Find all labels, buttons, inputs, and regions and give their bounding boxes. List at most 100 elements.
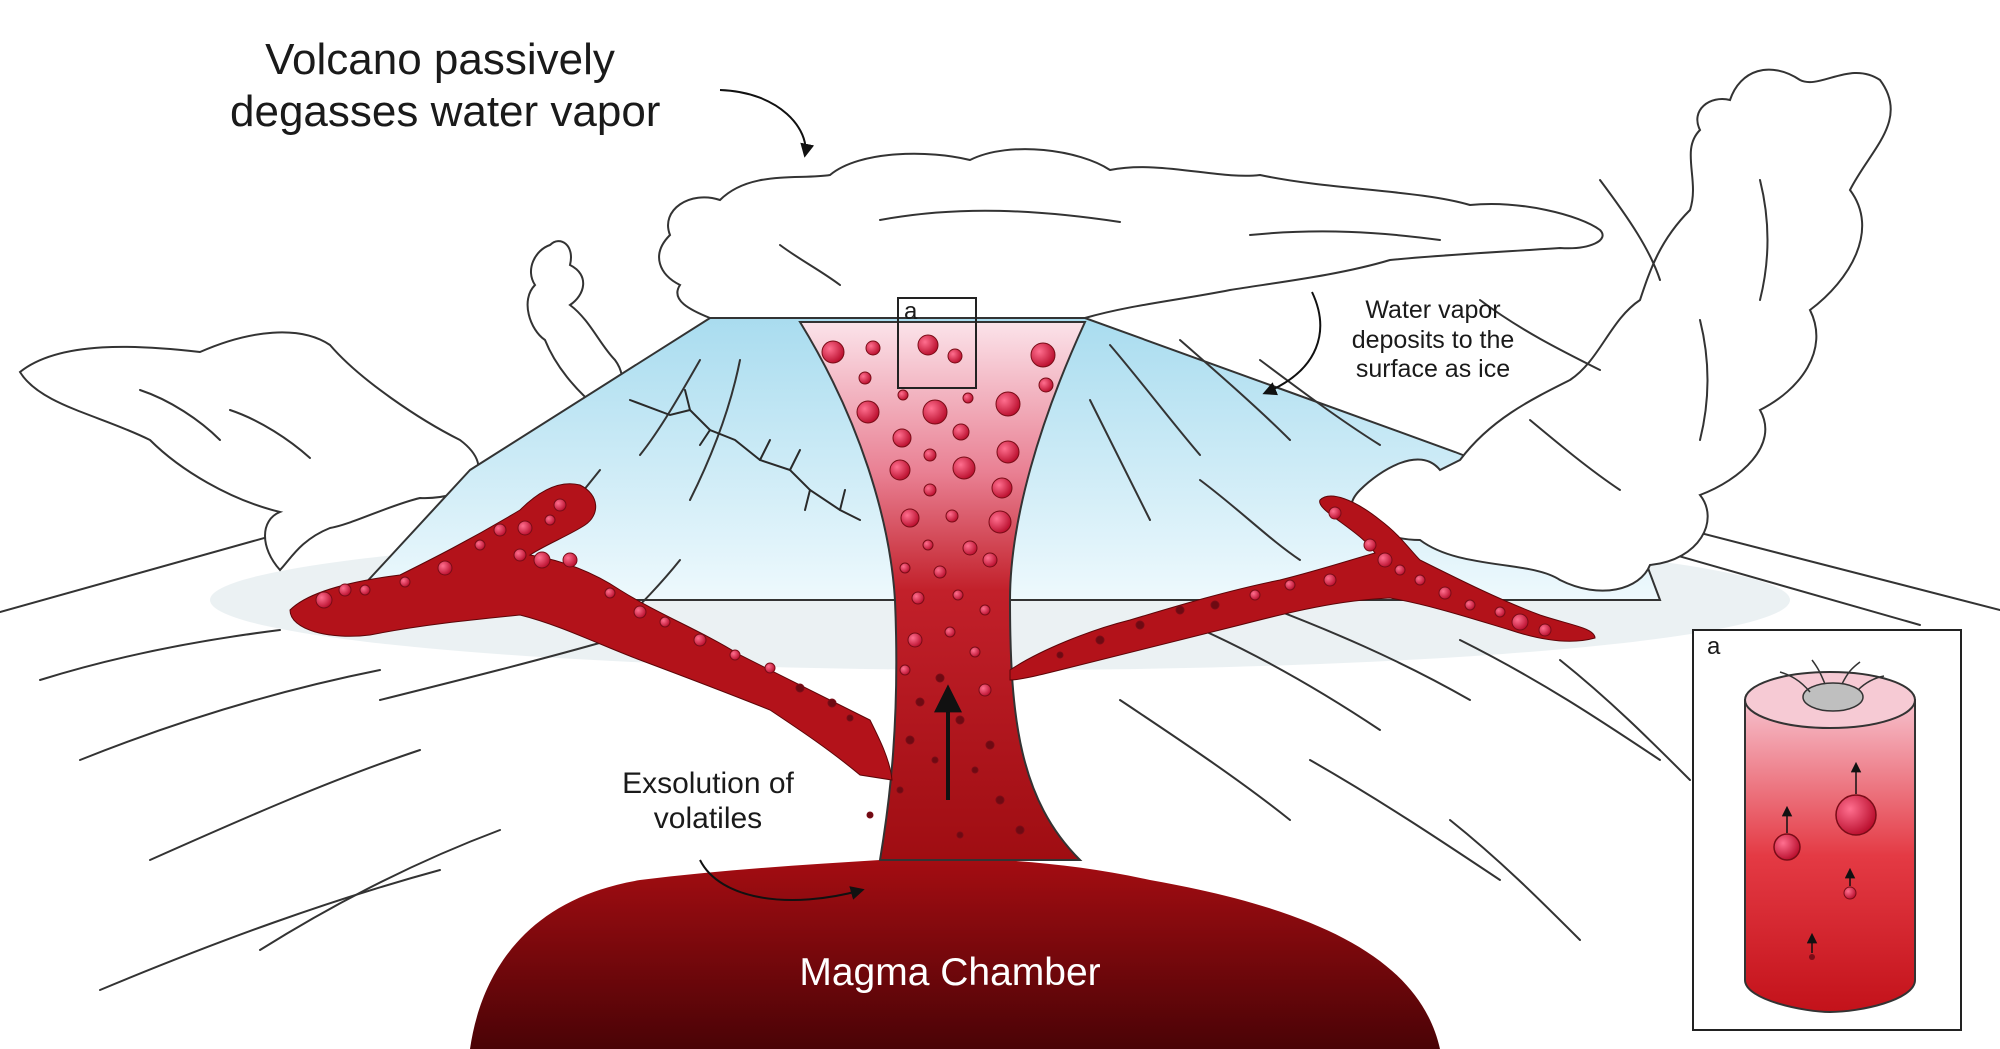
gas-bubble (633, 605, 647, 619)
gas-bubble (995, 795, 1005, 805)
arrow-curved-icon (719, 89, 815, 158)
gas-bubble (858, 371, 872, 385)
gas-bubble (359, 584, 371, 596)
gas-bubble (955, 715, 965, 725)
gas-bubble (905, 735, 915, 745)
sketch-lines (39, 179, 1769, 991)
gas-bubble (544, 514, 556, 526)
gas-bubble (1494, 606, 1506, 618)
gas-bubble (979, 604, 991, 616)
gas-bubble (915, 697, 925, 707)
gas-bubble (907, 632, 923, 648)
gas-bubble (991, 477, 1013, 499)
gas-bubble (899, 664, 911, 676)
gas-bubble (952, 589, 964, 601)
gas-bubble (962, 392, 974, 404)
gas-bubble (922, 399, 948, 425)
gas-bubble (1135, 620, 1145, 630)
right-dike (1009, 495, 1596, 681)
gas-bubble (923, 483, 937, 497)
gas-bubble (995, 391, 1021, 417)
gas-bubble (1438, 586, 1452, 600)
magma-chamber (470, 858, 1440, 1049)
gas-bubble (659, 616, 671, 628)
gas-bubble (971, 766, 979, 774)
ground-plane (0, 519, 2000, 626)
gas-bubble (900, 508, 920, 528)
gas-bubble (933, 565, 947, 579)
gas-bubble (1030, 342, 1056, 368)
exsolution-label: Exsolution of volatiles (622, 767, 794, 836)
magma-chamber-label: Magma Chamber (799, 951, 1101, 994)
gas-bubble (865, 340, 881, 356)
gas-bubble (1249, 589, 1261, 601)
gas-bubble (897, 389, 909, 401)
gas-bubble (399, 576, 411, 588)
gas-bubble (1414, 574, 1426, 586)
gas-bubble (935, 673, 945, 683)
gas-bubble (1015, 825, 1025, 835)
gas-bubble (795, 683, 805, 693)
gas-bubble (1511, 613, 1529, 631)
inset-marker-label: a (904, 298, 918, 325)
inset-marker-box (897, 297, 977, 389)
gas-bubble (988, 510, 1012, 534)
gas-bubble (437, 560, 453, 576)
gas-bubble (517, 520, 533, 536)
gas-bubble (493, 523, 507, 537)
gas-bubble (944, 626, 956, 638)
gas-bubble (956, 831, 964, 839)
gas-bubble (1284, 579, 1296, 591)
gas-bubble (533, 551, 551, 569)
gas-bubble (917, 334, 939, 356)
cracks (629, 389, 861, 521)
gas-bubble (985, 740, 995, 750)
gas-bubble (513, 548, 527, 562)
gas-bubble (1095, 635, 1105, 645)
gas-bubble (952, 456, 976, 480)
gas-bubble (969, 646, 981, 658)
gas-bubble (962, 540, 978, 556)
gas-bubble (693, 633, 707, 647)
arrow-curved-icon (1262, 291, 1322, 396)
left-plume (18, 331, 480, 572)
gas-bubble (1038, 377, 1054, 393)
gas-bubble (1538, 623, 1552, 637)
gas-bubble (856, 400, 880, 424)
gas-bubble (315, 591, 333, 609)
gas-bubble (922, 539, 934, 551)
gas-bubble (911, 591, 925, 605)
gas-bubble (1323, 573, 1337, 587)
gas-bubble (931, 756, 939, 764)
right-plume (1350, 68, 1892, 592)
gas-bubble (892, 428, 912, 448)
gas-bubble (1394, 564, 1406, 576)
gas-bubble (474, 539, 486, 551)
gas-bubble (896, 786, 904, 794)
gas-bubble (1363, 538, 1377, 552)
gas-bubble (952, 423, 970, 441)
gas-bubble (764, 662, 776, 674)
gas-bubble (978, 683, 992, 697)
gas-bubble (821, 340, 845, 364)
gas-bubble (996, 440, 1020, 464)
gas-bubble (947, 348, 963, 364)
gas-bubble (866, 811, 874, 819)
gas-bubble (1377, 552, 1393, 568)
gas-bubble (338, 583, 352, 597)
gas-bubble (729, 649, 741, 661)
top-cloud (658, 148, 1604, 319)
gas-bubble (553, 498, 567, 512)
gas-bubble (899, 562, 911, 574)
inset-panel (1692, 629, 1962, 1031)
gas-bubble (1175, 605, 1185, 615)
gas-bubble (1210, 600, 1220, 610)
gas-bubble (889, 459, 911, 481)
gas-bubble (562, 552, 578, 568)
gas-bubble (982, 552, 998, 568)
passive-degassing-label: Volcano passively degasses water vapor (230, 35, 661, 136)
ice-deposition-label: Water vapor deposits to the surface as i… (1351, 296, 1515, 383)
inset-title-label: a (1707, 633, 1721, 660)
left-dike (289, 483, 893, 781)
